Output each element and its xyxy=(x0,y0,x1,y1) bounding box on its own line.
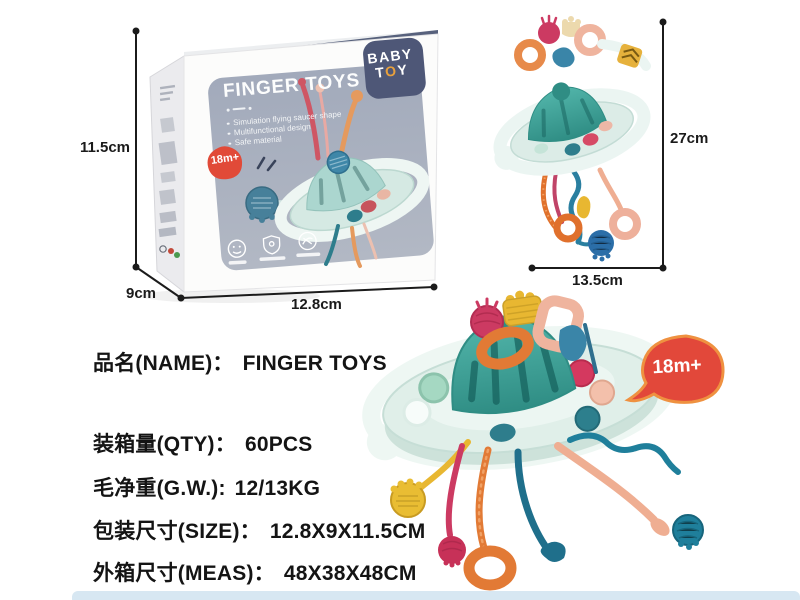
rim-button-mint xyxy=(418,372,450,404)
spec-row-meas: 外箱尺寸(MEAS)：48X38X48CM xyxy=(93,562,417,585)
hanging-toy-saucer xyxy=(493,82,651,176)
rim-button-teal xyxy=(574,405,601,432)
large-toy-top-teethers xyxy=(470,290,598,374)
age-bubble-label: 18m+ xyxy=(651,354,703,379)
salmon-tip-end xyxy=(650,518,670,536)
toy-width-label: 13.5cm xyxy=(572,272,623,289)
box-width-label: 12.8cm xyxy=(291,296,342,313)
hanging-toy-photo xyxy=(493,14,651,262)
spec-row-name: 品名(NAME)：FINGER TOYS xyxy=(93,352,387,375)
orange-ring-end xyxy=(463,545,517,591)
hanging-toy-top-teethers xyxy=(514,14,651,71)
orange-ring-teether xyxy=(553,213,583,243)
blue-pomegranate-teether xyxy=(588,230,614,262)
blue-fish-end xyxy=(540,541,566,562)
spec-row-gw: 毛净重(G.W.):12/13KG xyxy=(93,477,321,500)
box-depth-label: 9cm xyxy=(126,285,157,302)
toy-dimension-lines xyxy=(528,18,667,272)
box-art-toy xyxy=(245,78,430,268)
blue-teether xyxy=(559,325,587,361)
salmon-donut-teether xyxy=(609,208,641,240)
rim-button-salmon xyxy=(589,379,616,406)
toy-height-label: 27cm xyxy=(670,130,709,147)
shield-icon xyxy=(262,235,281,255)
bottom-divider-bar xyxy=(72,591,800,600)
age-bubble xyxy=(624,334,725,404)
spec-row-qty: 装箱量(QTY)：60PCS xyxy=(93,433,313,456)
yellow-bead xyxy=(576,196,591,219)
rim-hole-teal xyxy=(489,423,516,442)
safe-material-icon xyxy=(298,231,317,251)
box-age-badge xyxy=(207,146,243,180)
smiley-icon xyxy=(227,239,247,258)
large-toy-photo xyxy=(362,290,704,591)
rim-button-white xyxy=(402,397,432,427)
brand-badge xyxy=(363,37,426,99)
spec-row-size: 包装尺寸(SIZE)：12.8X9X11.5CM xyxy=(93,520,426,543)
box-photo xyxy=(140,30,439,303)
box-height-label: 11.5cm xyxy=(79,139,130,156)
yellow-crab-teether xyxy=(390,478,426,518)
emphasis-ticks xyxy=(256,156,277,172)
box-art-saucer xyxy=(274,150,430,242)
orange-oval-ring-teether xyxy=(476,326,534,370)
box-icon-row xyxy=(227,231,321,265)
magenta-pomegranate-end xyxy=(438,536,466,568)
side-panel-text-bars xyxy=(158,84,178,238)
box-art-crab-teether xyxy=(245,186,279,223)
side-panel-certification-marks xyxy=(159,245,180,258)
teal-pomegranate-end xyxy=(672,514,704,550)
box-dimension-lines xyxy=(132,27,438,302)
large-toy-saucer xyxy=(362,315,678,470)
yellow-crown-teether xyxy=(502,290,544,327)
